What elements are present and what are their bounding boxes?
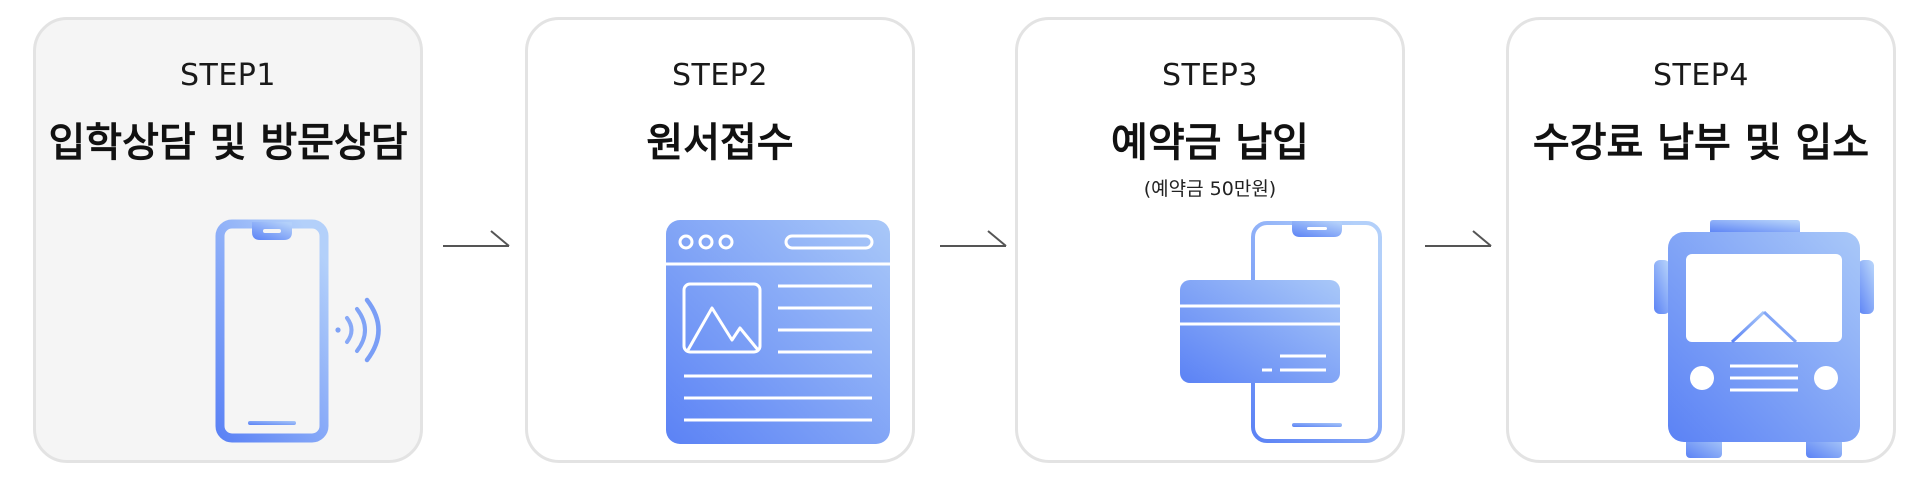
- arrow-right-icon: [940, 230, 1007, 247]
- step-label: STEP3: [1161, 58, 1258, 93]
- step-label: STEP4: [1652, 58, 1749, 93]
- step-label: STEP2: [671, 58, 768, 93]
- card-payment-icon: [1180, 221, 1382, 443]
- step-title: 수강료 납부 및 입소: [1532, 120, 1870, 166]
- step-title: 예약금 납입: [1111, 120, 1309, 166]
- step-card-1: STEP1 입학상담 및 방문상담: [33, 17, 423, 463]
- step-card-3: STEP3 예약금 납입 (예약금 50만원): [1015, 17, 1405, 463]
- step-note: (예약금 50만원): [1143, 178, 1277, 200]
- arrow-right-icon: [443, 230, 510, 247]
- bus-icon: [1654, 220, 1874, 458]
- step-label: STEP1: [179, 58, 276, 93]
- step-title: 원서접수: [646, 120, 794, 166]
- phone-nfc-icon: [215, 219, 381, 443]
- step-title: 입학상담 및 방문상담: [48, 120, 408, 166]
- step-card-4: STEP4 수강료 납부 및 입소: [1506, 17, 1896, 463]
- web-document-icon: [666, 220, 890, 444]
- arrow-right-icon: [1425, 230, 1492, 247]
- step-card-2: STEP2 원서접수: [525, 17, 915, 463]
